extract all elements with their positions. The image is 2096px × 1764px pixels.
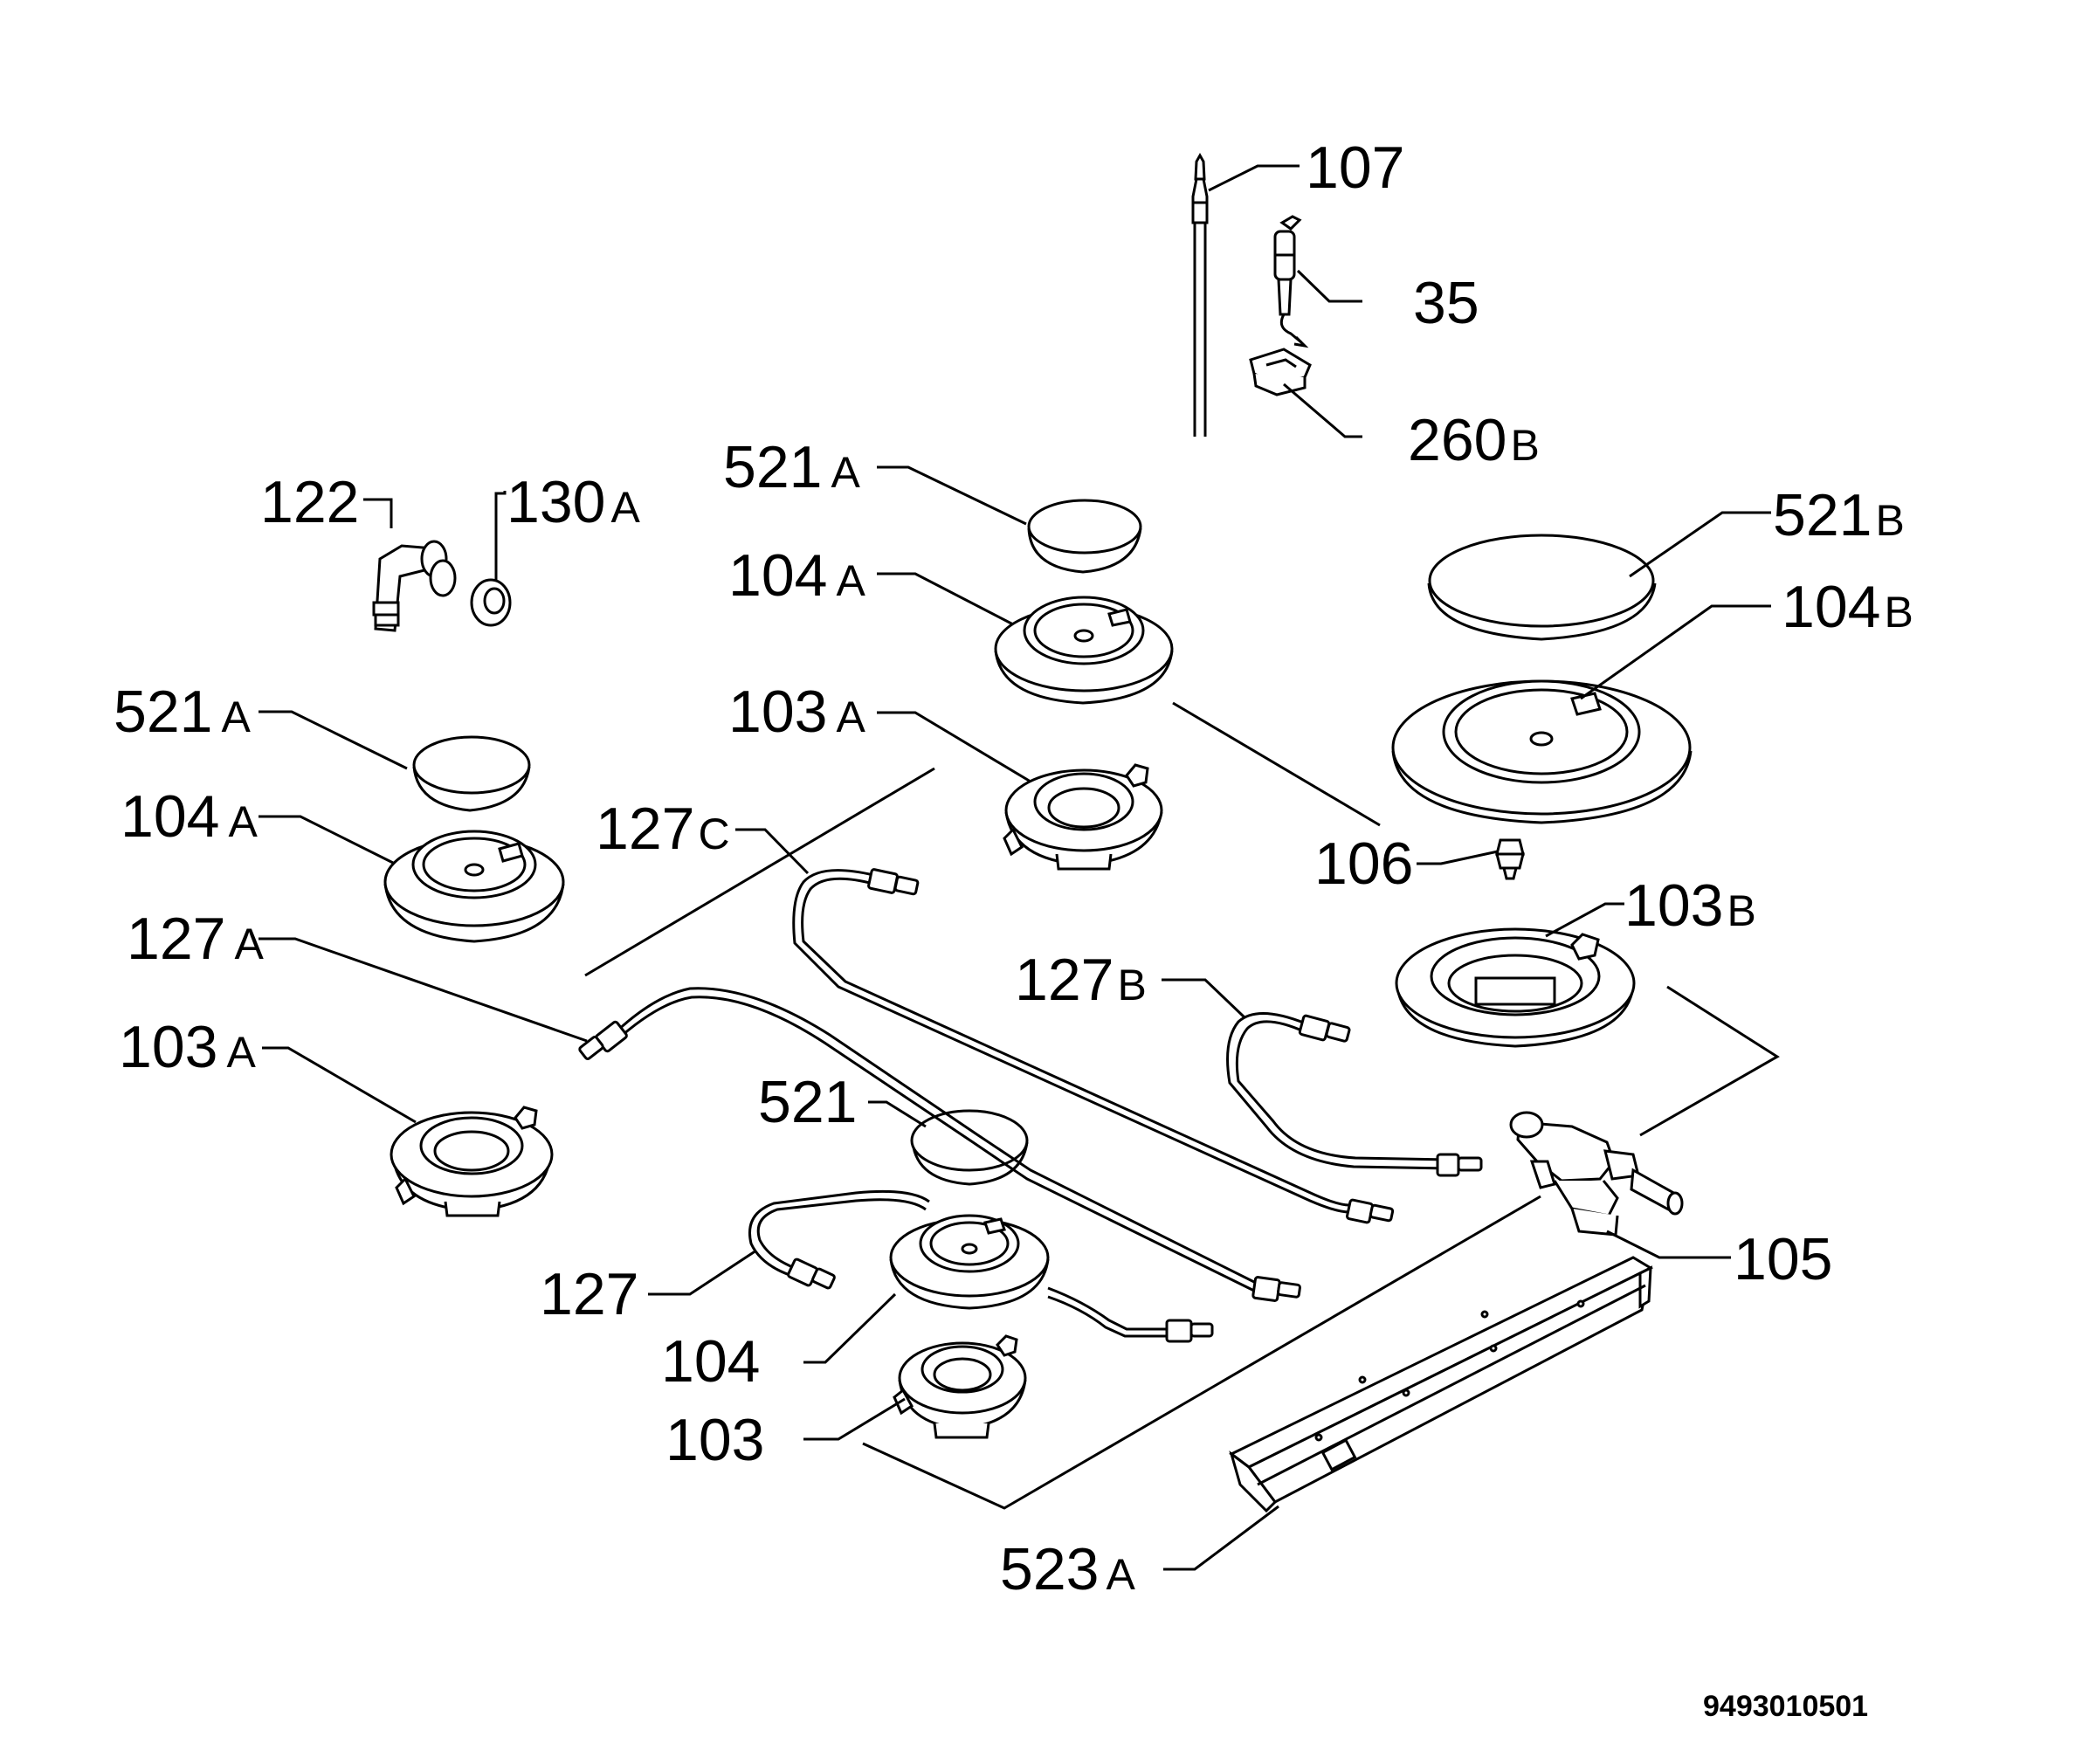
label-122: 122	[260, 469, 359, 535]
burner-cap-521a-left	[412, 735, 531, 812]
burner-base-103a-mid	[1003, 763, 1163, 871]
label-127b: 127B	[1015, 947, 1147, 1013]
label-105: 105	[1734, 1226, 1832, 1292]
gas-pipe-127a	[578, 987, 1301, 1302]
burner-head-104b	[1391, 679, 1693, 824]
burner-base-103	[893, 1334, 1027, 1439]
elbow-connector-122	[372, 540, 457, 632]
label-521: 521	[758, 1069, 857, 1135]
burner-cap-521	[910, 1109, 1029, 1186]
label-260b: 260B	[1408, 407, 1540, 473]
label-127: 127	[540, 1261, 638, 1327]
injector-106	[1495, 838, 1525, 880]
burner-head-104a-left	[383, 830, 565, 943]
burner-head-104a-top	[994, 596, 1174, 705]
label-35: 35	[1413, 270, 1479, 336]
burner-base-103a-left	[390, 1106, 554, 1217]
label-103: 103	[665, 1407, 764, 1473]
drawing-number: 9493010501	[1703, 1690, 1868, 1723]
gas-pipe-127c	[792, 868, 1395, 1224]
label-107: 107	[1306, 134, 1404, 201]
label-104: 104	[661, 1328, 760, 1395]
thermocouple-107	[1191, 152, 1209, 437]
leader-lines	[259, 164, 1780, 1571]
label-521b: 521B	[1773, 482, 1905, 548]
electrode-35	[1273, 215, 1309, 348]
burner-cap-521b	[1427, 534, 1657, 641]
washer-130a	[470, 578, 512, 627]
burner-base-103b	[1395, 927, 1636, 1048]
gas-pipe-127b	[1226, 1012, 1483, 1177]
gas-valve-105	[1509, 1111, 1684, 1237]
gas-pipe-127	[748, 1189, 930, 1290]
label-127c: 127C	[596, 796, 730, 862]
rail-523a	[1229, 1256, 1654, 1513]
label-106: 106	[1314, 830, 1413, 897]
burner-cap-521a-top	[1027, 499, 1142, 574]
gas-pipe-lower	[1047, 1286, 1214, 1343]
clip-260b	[1249, 348, 1312, 396]
label-104b: 104B	[1782, 574, 1913, 640]
burner-head-104	[889, 1214, 1050, 1310]
label-103b: 103B	[1624, 872, 1756, 939]
